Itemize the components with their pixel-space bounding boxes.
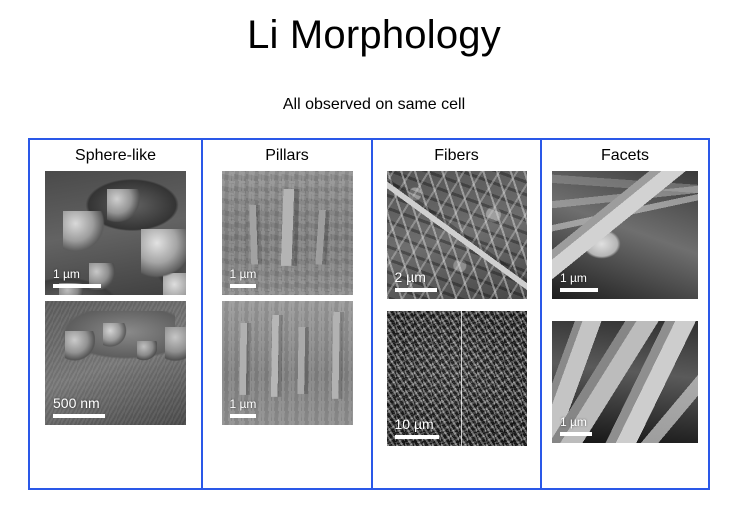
sem-image-pillars-top: 1 µm [221,171,353,295]
image-seam-line [460,311,462,446]
sem-texture [221,171,353,295]
scalebar-fibers-top: 2 µm [394,269,437,292]
scalebar-facets-top: 1 µm [560,272,598,292]
scalebar-line [229,284,256,288]
scalebar-line [53,414,105,418]
scalebar-facets-bottom: 1 µm [560,416,592,436]
sem-texture [386,311,527,446]
scalebar-fibers-bottom: 10 µm [394,416,439,439]
sem-texture [552,321,698,443]
sem-texture [552,171,698,299]
scalebar-line [53,284,101,288]
column-pillars: Pillars 1 µm 1 µm [201,140,371,488]
scalebar-label: 1 µm [560,415,587,430]
scalebar-label: 1 µm [53,267,80,282]
morphology-columns: Sphere-like 1 µm 500 nm [30,140,708,488]
scalebar-label: 1 µm [560,271,587,286]
sem-texture [45,171,186,295]
sem-image-facets-top: 1 µm [552,171,698,299]
scalebar-sphere-like-bottom: 500 nm [53,396,105,418]
scalebar-label: 500 nm [53,395,100,412]
sem-texture [45,301,186,425]
column-facets: Facets 1 µm 1 µm [540,140,708,488]
sem-image-sphere-like-bottom: 500 nm [45,301,186,425]
scalebar-label: 10 µm [394,416,434,433]
scalebar-line [560,432,592,436]
sem-image-fibers-top: 2 µm [386,171,527,299]
page-title: Li Morphology [247,13,501,57]
sem-image-sphere-like-top: 1 µm [45,171,186,295]
column-header-pillars: Pillars [265,147,309,164]
morphology-figure-frame: Sphere-like 1 µm 500 nm [28,138,710,490]
column-header-facets: Facets [600,147,649,164]
sem-image-pillars-bottom: 1 µm [221,301,353,425]
scalebar-pillars-top: 1 µm [229,267,257,288]
scalebar-line [394,435,439,439]
scalebar-line [229,414,256,418]
sem-texture [386,171,527,299]
column-header-sphere-like: Sphere-like [75,147,156,164]
scalebar-line [560,288,598,292]
column-fibers: Fibers 2 µm 10 µm [371,140,540,488]
sem-texture [221,301,353,425]
column-sphere-like: Sphere-like 1 µm 500 nm [30,140,201,488]
scalebar-label: 1 µm [229,267,257,282]
scalebar-sphere-like-top: 1 µm [53,268,101,288]
scalebar-label: 1 µm [229,397,257,412]
scalebar-pillars-bottom: 1 µm [229,397,257,418]
sem-image-facets-bottom: 1 µm [552,321,698,443]
scalebar-label: 2 µm [394,269,426,286]
sem-image-fibers-bottom: 10 µm [386,311,527,446]
column-header-fibers: Fibers [434,147,479,164]
page-subtitle: All observed on same cell [282,96,466,113]
scalebar-line [394,288,437,292]
